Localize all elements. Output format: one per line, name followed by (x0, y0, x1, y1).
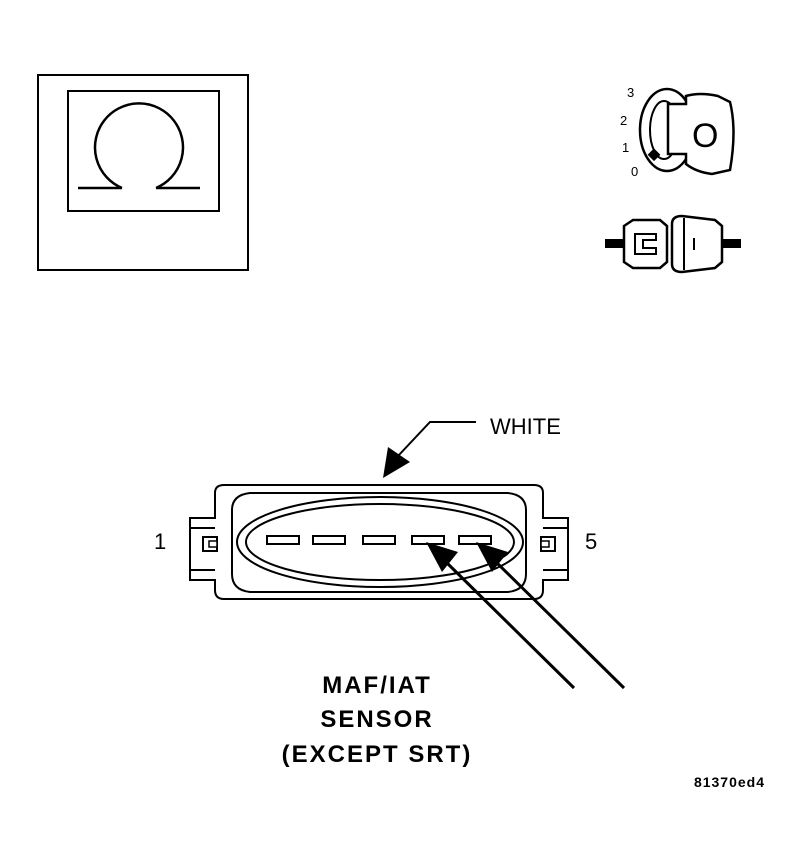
connector-latch-right (540, 527, 568, 571)
pin-3 (362, 535, 396, 545)
ignition-pos-1: 1 (622, 140, 629, 155)
disconnected-connector-icon (605, 214, 741, 274)
pin-5 (458, 535, 492, 545)
probe-arrows (426, 542, 626, 690)
ignition-pos-3: 3 (627, 85, 634, 100)
pin-2 (312, 535, 346, 545)
ignition-pos-0: 0 (631, 164, 638, 179)
maf-iat-connector: 1 5 (154, 484, 597, 600)
ignition-key-icon: 3 2 1 0 O (620, 85, 735, 179)
key-letter: O (692, 117, 718, 155)
connector-latch-left (190, 527, 218, 571)
ignition-pos-2: 2 (620, 113, 627, 128)
caption-line-1: MAF/IAT (322, 672, 432, 699)
ohmmeter-icon (37, 74, 249, 271)
wire-color-label: WHITE (490, 414, 561, 439)
pin-label-first: 1 (154, 529, 166, 554)
caption-line-2: SENSOR (320, 706, 433, 733)
caption-line-3: (EXCEPT SRT) (282, 741, 473, 768)
pin-1 (266, 535, 300, 545)
sensor-caption: MAF/IAT SENSOR (EXCEPT SRT) (282, 672, 473, 768)
pin-label-last: 5 (585, 529, 597, 554)
figure-code: 81370ed4 (694, 774, 765, 790)
white-wire-pointer: WHITE (383, 414, 561, 478)
